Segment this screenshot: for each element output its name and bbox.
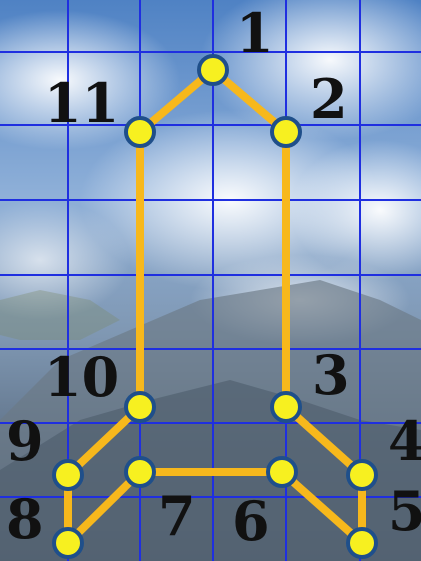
dot-label-6: 6 (232, 489, 270, 553)
dot-label-11: 11 (44, 71, 119, 135)
dot-11[interactable] (126, 118, 154, 146)
dot-label-10: 10 (44, 345, 119, 409)
dot-9[interactable] (54, 461, 82, 489)
dot-8[interactable] (54, 529, 82, 557)
dot-label-1: 1 (236, 1, 274, 65)
dot-4[interactable] (348, 461, 376, 489)
dot-6[interactable] (268, 458, 296, 486)
dot-label-5: 5 (388, 479, 421, 543)
dot-2[interactable] (272, 118, 300, 146)
dot-label-4: 4 (388, 409, 421, 473)
dot-label-9: 9 (6, 409, 44, 473)
dot-5[interactable] (348, 529, 376, 557)
dot-1[interactable] (199, 56, 227, 84)
dot-3[interactable] (272, 393, 300, 421)
dot-label-2: 2 (310, 67, 348, 131)
dot-label-3: 3 (312, 343, 350, 407)
dot-10[interactable] (126, 393, 154, 421)
dot-label-8: 8 (6, 487, 44, 551)
dot-label-7: 7 (158, 484, 196, 548)
dot-7[interactable] (126, 458, 154, 486)
